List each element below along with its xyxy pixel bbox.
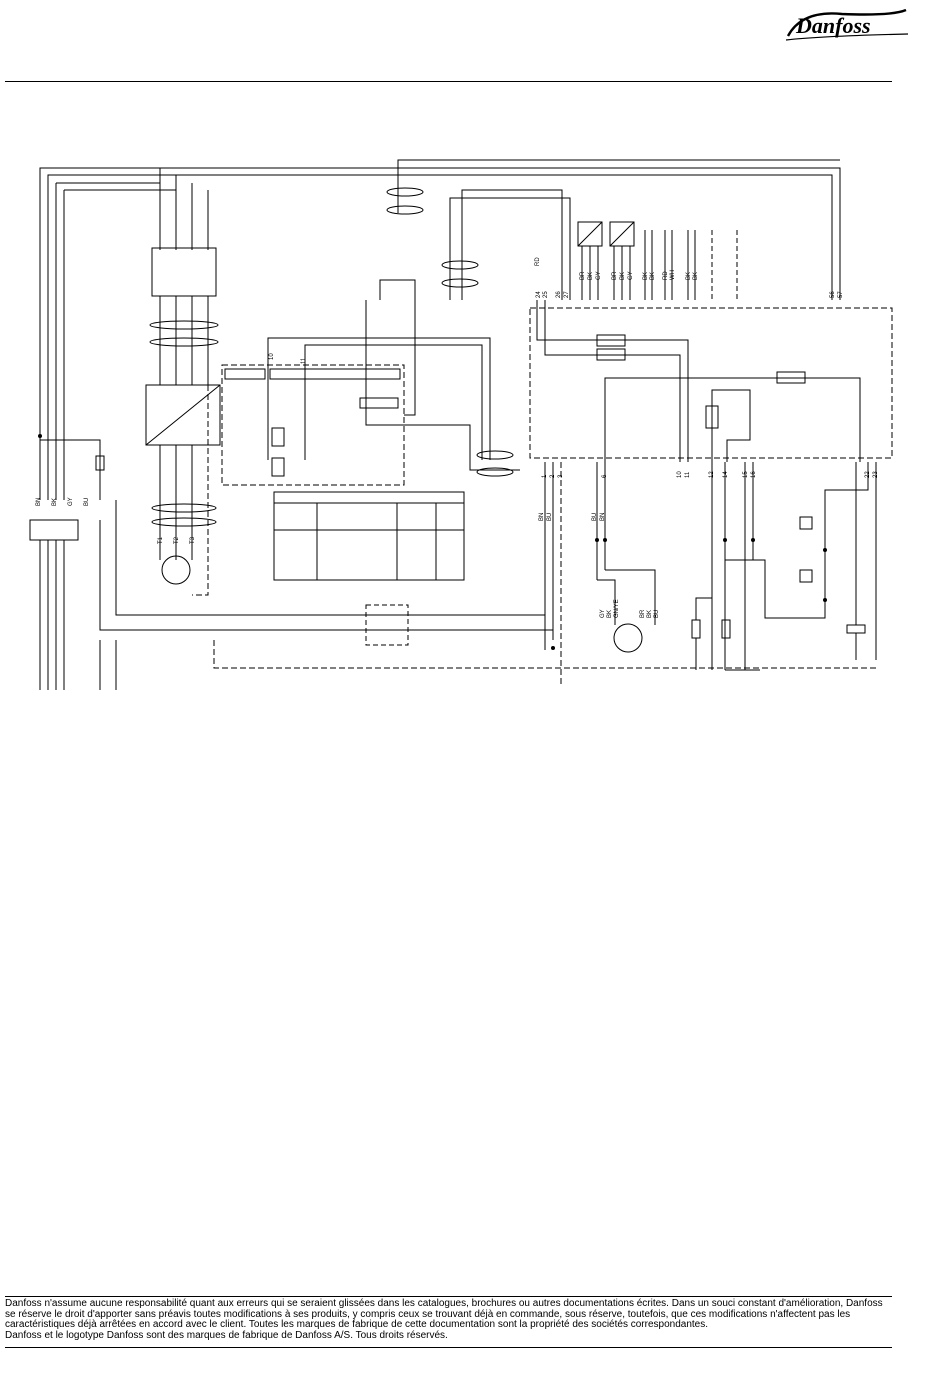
wire-label: BU (547, 513, 553, 521)
terminal-number: 22 (865, 471, 871, 478)
terminal-number: 2 (550, 474, 556, 478)
terminal-number: 23 (873, 471, 879, 478)
terminal-number: 10 (677, 471, 683, 478)
wire-label: BK (686, 272, 692, 280)
terminal-number: 24 (536, 291, 542, 298)
motor-label: T3 (190, 536, 196, 544)
wire-label: BK (620, 272, 626, 280)
junction-dots (38, 434, 827, 650)
wire-label: RD (535, 257, 541, 266)
terminal-numbers-top: 24 25 26 27 56 57 (536, 291, 844, 298)
wire-lines (29, 159, 893, 690)
wire-top-inner (47, 174, 833, 500)
wire-label: BK (643, 272, 649, 280)
terminal-number: 25 (543, 291, 549, 298)
terminal-strip-numbers: 10 11 (269, 353, 307, 364)
trademark-text: Danfoss et le logotype Danfoss sont des … (5, 1329, 448, 1341)
terminal-number: 56 (830, 291, 836, 298)
wire-label: BN (36, 498, 42, 506)
wire-label: BN (539, 513, 545, 521)
fan-motor-wire-labels: GY BK GN/YE BR BK BU (600, 599, 660, 618)
danfoss-logo-icon: Danfoss (785, 8, 909, 41)
danfoss-logo: Danfoss (782, 6, 912, 46)
wire-label: BK (52, 498, 58, 506)
wire-label: BU (84, 498, 90, 506)
motor-label: T2 (174, 536, 180, 544)
footer-disclaimer: Danfoss n'assume aucune responsabilité q… (5, 1298, 885, 1341)
motor-label: T1 (158, 536, 164, 544)
wire-label: GY (628, 271, 634, 280)
terminal-number: 3 (558, 474, 564, 478)
controller-top-wire-labels: RD BR BK GY BR BK GY BK BK RD WH BK BK (535, 257, 699, 280)
terminal-number: 57 (838, 291, 844, 298)
terminal-number: 10 (269, 353, 275, 360)
wire-top-outer (39, 167, 841, 500)
terminal-number: 1 (542, 474, 548, 478)
wire-label: BU (592, 513, 598, 521)
motor-terminal-labels: T1 T2 T3 (158, 536, 196, 544)
wire-label: BR (640, 609, 646, 618)
wiring-diagram: BN BK GY BU RD BR BK GY BR BK GY BK BK R… (29, 159, 893, 690)
wire-label: BU (654, 610, 660, 618)
header-rule (5, 81, 892, 82)
wire-label: GY (600, 609, 606, 618)
terminal-number: 16 (751, 471, 757, 478)
wire-label: RD (663, 271, 669, 280)
terminal-number: 11 (301, 357, 307, 364)
terminal-numbers-bottom: 1 2 3 6 10 11 12 14 15 16 22 23 (542, 471, 879, 478)
footer-rule-top (5, 1296, 892, 1297)
wire-label: BR (580, 271, 586, 280)
terminal-number: 15 (743, 471, 749, 478)
terminal-number: 12 (709, 471, 715, 478)
wire-label: BK (693, 272, 699, 280)
wire-label: BR (612, 271, 618, 280)
logo-text: Danfoss (795, 13, 871, 38)
wire-label: BK (650, 272, 656, 280)
terminal-number: 26 (556, 291, 562, 298)
wire-label: GY (68, 497, 74, 506)
wire-label: BK (588, 272, 594, 280)
terminal-number: 14 (723, 471, 729, 478)
controller-bottom-wire-labels: BN BU BU BN (539, 513, 606, 521)
wire-label: GY (596, 271, 602, 280)
terminal-number: 6 (602, 474, 608, 478)
wire-label: BN (600, 513, 606, 521)
terminal-number: 27 (564, 291, 570, 298)
wire-label: BK (607, 610, 613, 618)
wire-label: GN/YE (614, 599, 620, 618)
mains-wire-labels: BN BK GY BU (36, 497, 90, 506)
terminal-number: 11 (685, 471, 691, 478)
wire-label: BK (647, 610, 653, 618)
wire-label: WH (670, 270, 676, 280)
disclaimer-text: Danfoss n'assume aucune responsabilité q… (5, 1298, 883, 1331)
footer-rule-bottom (5, 1347, 892, 1348)
